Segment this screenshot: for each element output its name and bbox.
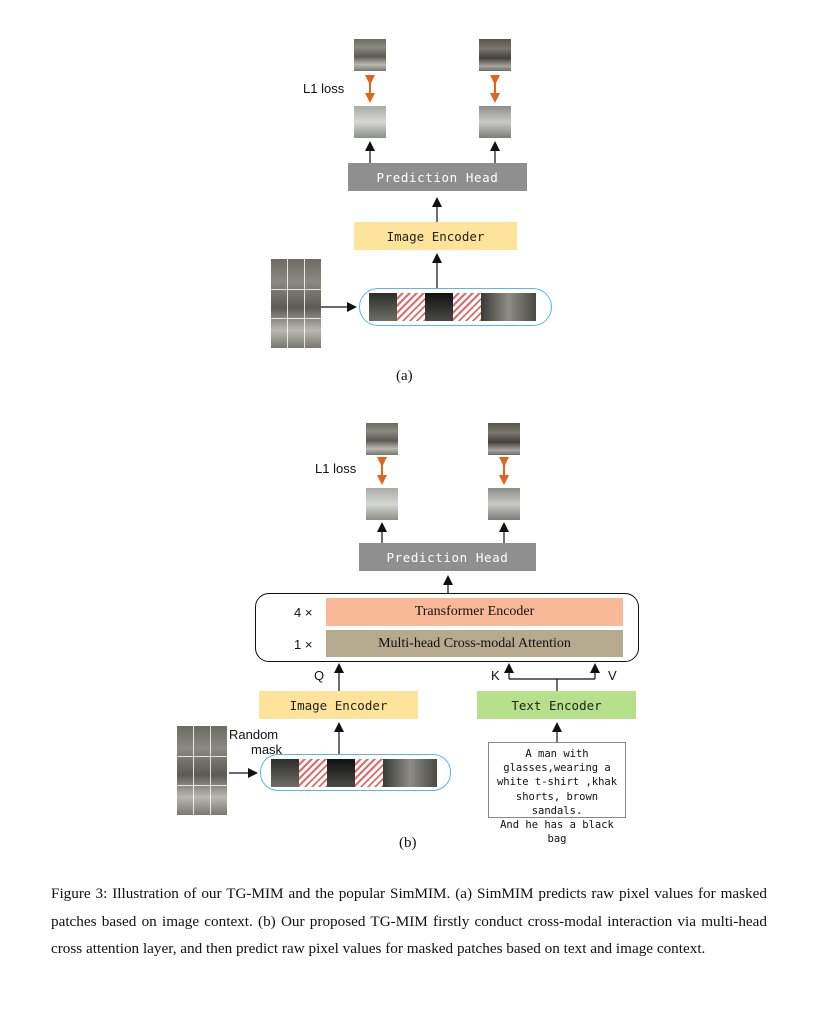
target-patch-2 bbox=[488, 423, 520, 455]
patch-sequence-b bbox=[260, 754, 451, 791]
sublabel-a: (a) bbox=[396, 368, 413, 384]
patch-sequence-a bbox=[359, 288, 552, 326]
input-image-b bbox=[177, 726, 227, 815]
sublabel-b: (b) bbox=[399, 835, 417, 851]
predicted-patch-1 bbox=[366, 488, 398, 520]
attention-multiplier: 1 × bbox=[294, 637, 313, 652]
cross-modal-attention: Multi-head Cross-modal Attention bbox=[326, 630, 623, 657]
text-line: glasses,wearing a bbox=[503, 762, 611, 775]
random-mask-label: Random mask bbox=[229, 727, 282, 757]
transformer-encoder: Transformer Encoder bbox=[326, 598, 623, 626]
predicted-patch-2 bbox=[488, 488, 520, 520]
masked-patch bbox=[453, 293, 481, 321]
predicted-patch-2 bbox=[479, 106, 511, 138]
visible-patch bbox=[271, 759, 299, 787]
visible-patch bbox=[425, 293, 453, 321]
target-patch-1 bbox=[354, 39, 386, 71]
l1-loss-label: L1 loss bbox=[315, 461, 357, 476]
l1-loss-label: L1 loss bbox=[303, 81, 345, 96]
text-line: white t-shirt ,khak bbox=[496, 776, 618, 789]
prediction-head-b: Prediction Head bbox=[359, 543, 536, 571]
visible-patch bbox=[327, 759, 355, 787]
image-encoder-a: Image Encoder bbox=[354, 222, 517, 250]
masked-patch bbox=[355, 759, 383, 787]
text-encoder: Text Encoder bbox=[477, 691, 636, 719]
prediction-head-a: Prediction Head bbox=[348, 163, 527, 191]
visible-patch bbox=[369, 293, 397, 321]
target-patch-1 bbox=[366, 423, 398, 455]
visible-patch bbox=[481, 293, 536, 321]
random-mask-line-2: mask bbox=[251, 742, 283, 757]
text-line: And he has a black bag bbox=[500, 819, 614, 846]
text-line: shorts, brown sandals. bbox=[515, 790, 599, 817]
masked-patch bbox=[397, 293, 425, 321]
visible-patch bbox=[383, 759, 437, 787]
q-label: Q bbox=[314, 668, 325, 683]
predicted-patch-1 bbox=[354, 106, 386, 138]
masked-patch bbox=[299, 759, 327, 787]
input-image-a bbox=[271, 259, 321, 348]
fusion-module bbox=[255, 593, 639, 662]
target-patch-2 bbox=[479, 39, 511, 71]
text-line: A man with bbox=[525, 748, 589, 760]
v-label: V bbox=[608, 668, 617, 683]
figure-caption: Figure 3: Illustration of our TG-MIM and… bbox=[51, 885, 767, 957]
k-label: K bbox=[491, 668, 500, 683]
transformer-multiplier: 4 × bbox=[294, 605, 313, 620]
text-input-box: A man with glasses,wearing a white t-shi… bbox=[488, 742, 626, 845]
image-encoder-b: Image Encoder bbox=[259, 691, 418, 719]
random-mask-line-1: Random bbox=[229, 727, 279, 742]
